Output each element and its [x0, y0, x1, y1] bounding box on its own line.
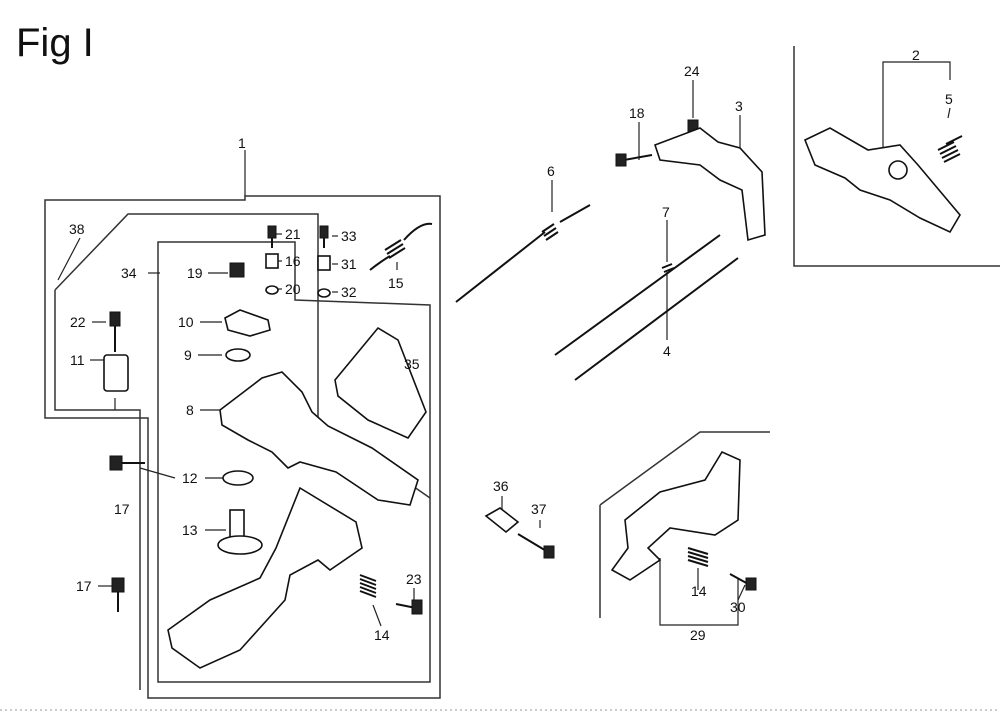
callout-17-upper: 17 [114, 501, 130, 517]
callout-16: 16 [285, 253, 301, 269]
callout-13: 13 [182, 522, 198, 538]
callout-8: 8 [186, 402, 194, 418]
assembly-2-outline [793, 46, 1000, 267]
callout-21: 21 [285, 226, 301, 242]
callout-11: 11 [70, 352, 85, 368]
callout-33: 33 [341, 228, 357, 244]
callout-7: 7 [662, 204, 670, 220]
callout-19: 19 [187, 265, 203, 281]
assembly-1-outline [44, 195, 441, 699]
assembly-2-pivot [888, 160, 908, 180]
springs [359, 135, 963, 598]
assembly-2-part [803, 127, 961, 234]
clip-11 [103, 354, 129, 392]
pin-36 [484, 507, 520, 534]
callout-31: 31 [341, 256, 357, 272]
callout-14-left: 14 [374, 627, 390, 643]
callout-22: 22 [70, 314, 86, 330]
callout-30: 30 [730, 599, 746, 615]
control-base-plate [167, 486, 363, 669]
callout-23: 23 [406, 571, 422, 587]
callout-17-lower: 17 [76, 578, 92, 594]
washer-9 [225, 348, 251, 362]
assembly-34-outline [157, 241, 431, 683]
callout-labels: 1 2 3 4 5 6 7 8 9 10 11 12 13 14 14 15 1… [69, 47, 953, 643]
callout-9: 9 [184, 347, 192, 363]
bolts [109, 119, 757, 615]
pivot-base [217, 535, 263, 555]
callout-29: 29 [690, 627, 706, 643]
bracket-29 [610, 450, 741, 581]
callout-1: 1 [238, 135, 246, 151]
lever-10 [224, 309, 271, 337]
assembly-29-outline [599, 431, 770, 618]
rods [455, 204, 739, 381]
bracket-35 [334, 326, 427, 440]
callout-34: 34 [121, 265, 137, 281]
callout-6: 6 [547, 163, 555, 179]
callout-3: 3 [735, 98, 743, 114]
callout-14-right: 14 [691, 583, 707, 599]
callout-20: 20 [285, 281, 301, 297]
callout-12: 12 [182, 470, 198, 486]
callout-37: 37 [531, 501, 547, 517]
callout-24: 24 [684, 63, 700, 79]
callout-36: 36 [493, 478, 509, 494]
figure-title: Fig I [16, 21, 94, 65]
callout-2: 2 [912, 47, 920, 63]
governor-plate-8 [219, 371, 419, 506]
washer-12 [222, 470, 254, 486]
callout-15: 15 [388, 275, 404, 291]
callout-35: 35 [404, 356, 420, 372]
lever-3 [653, 127, 766, 242]
callout-38: 38 [69, 221, 85, 237]
callout-5: 5 [945, 91, 953, 107]
callout-18: 18 [629, 105, 645, 121]
callout-4: 4 [663, 343, 671, 359]
callout-10: 10 [178, 314, 194, 330]
callout-32: 32 [341, 284, 357, 300]
